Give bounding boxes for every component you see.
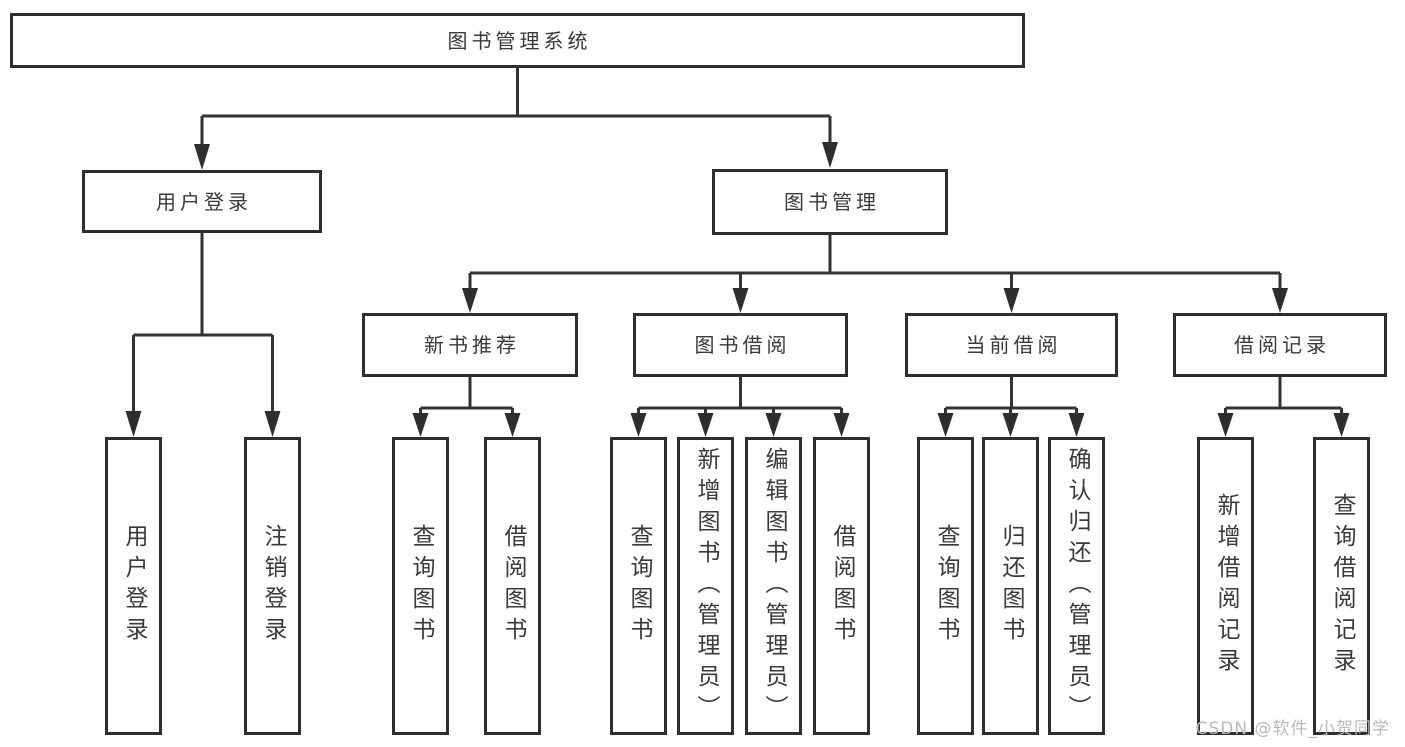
node-borrow-records: 借阅记录 — [1173, 313, 1387, 377]
leaf-confirm-return-admin: 确认归还（管理员） — [1048, 437, 1105, 735]
leaf-borrow-books-borrow: 借阅图书 — [813, 437, 870, 735]
node-book-management: 图书管理 — [712, 169, 948, 235]
leaf-user-login-label: 用户登录 — [121, 524, 147, 648]
leaf-search-books-newrec-label: 查询图书 — [408, 524, 434, 648]
leaf-add-borrow-record: 新增借阅记录 — [1197, 437, 1254, 735]
node-new-book-recommend-label: 新书推荐 — [424, 333, 520, 357]
node-user-login-label: 用户登录 — [156, 189, 252, 214]
leaf-borrow-books-borrow-label: 借阅图书 — [829, 524, 855, 648]
leaf-add-books-admin: 新增图书（管理员） — [677, 437, 734, 735]
leaf-search-books-newrec: 查询图书 — [392, 437, 449, 735]
leaf-edit-books-admin-label: 编辑图书（管理员） — [761, 446, 787, 726]
node-book-borrow-label: 图书借阅 — [694, 333, 791, 357]
node-new-book-recommend: 新书推荐 — [362, 313, 578, 377]
leaf-search-books-current: 查询图书 — [917, 437, 974, 735]
leaf-add-borrow-record-label: 新增借阅记录 — [1213, 493, 1239, 679]
node-borrow-records-label: 借阅记录 — [1234, 333, 1330, 357]
leaf-search-books-current-label: 查询图书 — [933, 524, 959, 648]
node-root: 图书管理系统 — [10, 13, 1025, 68]
leaf-edit-books-admin: 编辑图书（管理员） — [745, 437, 802, 735]
leaf-borrow-books-newrec-label: 借阅图书 — [500, 524, 526, 648]
node-current-borrow: 当前借阅 — [905, 313, 1118, 377]
node-book-borrow: 图书借阅 — [633, 313, 848, 377]
leaf-borrow-books-newrec: 借阅图书 — [484, 437, 541, 735]
node-root-label: 图书管理系统 — [447, 28, 592, 53]
connector-current-borrow-to-leaves — [937, 377, 1085, 437]
connector-new-book-recommend-to-leaves — [412, 377, 521, 437]
node-book-management-label: 图书管理 — [784, 190, 880, 214]
node-user-login: 用户登录 — [82, 170, 322, 233]
leaf-search-books-borrow: 查询图书 — [610, 437, 667, 735]
leaf-confirm-return-admin-label: 确认归还（管理员） — [1064, 446, 1090, 726]
leaf-logout-login-label: 注销登录 — [260, 524, 286, 648]
leaf-logout-login: 注销登录 — [244, 437, 301, 735]
leaf-user-login: 用户登录 — [105, 437, 162, 735]
csdn-watermark: CSDN @软件_小贺同学 — [1195, 719, 1390, 739]
leaf-search-books-borrow-label: 查询图书 — [626, 524, 652, 648]
leaf-search-borrow-record: 查询借阅记录 — [1313, 437, 1370, 735]
connector-borrow-records-to-leaves — [1217, 377, 1350, 437]
connector-root-to-level2 — [194, 68, 838, 170]
connector-book-management-to-level3 — [462, 235, 1288, 313]
leaf-return-books: 归还图书 — [982, 437, 1039, 735]
connector-user-login-to-leaves — [125, 233, 281, 437]
leaf-search-borrow-record-label: 查询借阅记录 — [1329, 493, 1355, 679]
connector-book-borrow-to-leaves — [630, 377, 850, 437]
leaf-add-books-admin-label: 新增图书（管理员） — [693, 446, 719, 726]
node-current-borrow-label: 当前借阅 — [965, 333, 1062, 357]
leaf-return-books-label: 归还图书 — [998, 524, 1024, 648]
